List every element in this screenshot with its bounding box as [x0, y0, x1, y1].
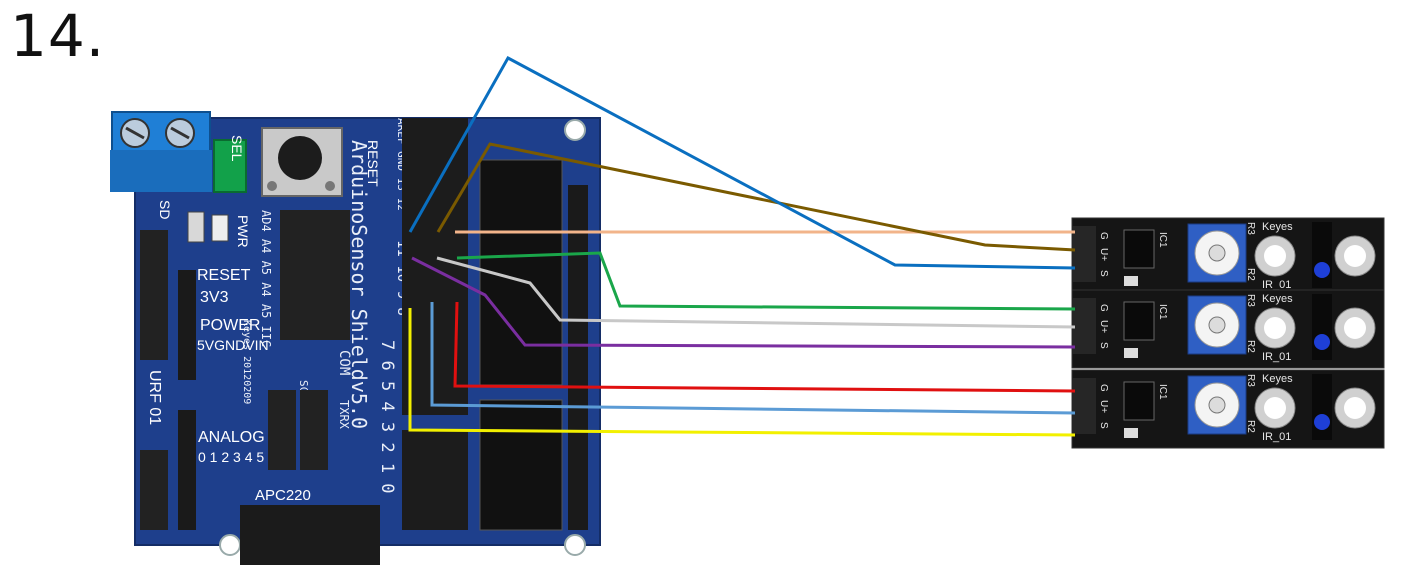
r3-label: R3 [1245, 222, 1256, 235]
step-number: 14. [10, 2, 106, 70]
model-label: IR_01 [1262, 431, 1291, 443]
header-iic [280, 210, 350, 340]
wire-yellow [408, 308, 1076, 437]
wire-gray [436, 256, 1076, 329]
shield-title: ArduinoSensor Shieldv5.0 [347, 140, 371, 429]
ir-transceiver [1312, 222, 1332, 288]
header-com [268, 390, 328, 470]
pin-label-g: G [1098, 384, 1109, 392]
status-led [1124, 348, 1138, 358]
header-digital-bottom [402, 430, 468, 530]
wire-brown [436, 142, 1076, 252]
com-label: COM [336, 350, 352, 375]
sensor-mount-hole-center [1264, 317, 1286, 339]
iic-label: AD4 A4 A5 A4 A5 IIC [259, 210, 273, 347]
model-label: IR_01 [1262, 351, 1291, 363]
keyes-date-label: Keyes 20120209 [241, 320, 252, 404]
r2-label: R2 [1245, 340, 1256, 353]
ir-transceiver [1312, 294, 1332, 360]
brand-label: Keyes [1262, 221, 1293, 233]
sensor-pin-header [1072, 298, 1096, 354]
sensor-mount-hole-center [1264, 245, 1286, 267]
r3-label: R3 [1245, 294, 1256, 307]
analog-label: ANALOG IN [198, 429, 285, 446]
sensor-ic [1123, 229, 1155, 269]
r2-label: R2 [1245, 420, 1256, 433]
potentiometer-knob [1208, 316, 1226, 334]
r3-label: R3 [1245, 374, 1256, 387]
ic-label: IC1 [1157, 232, 1168, 248]
power-pins-label: 5VGNDVIN [197, 337, 269, 353]
ir-led [1314, 334, 1330, 350]
r2-label: R2 [1245, 268, 1256, 281]
apc220-label: APC220 [255, 487, 311, 504]
model-label: IR_01 [1262, 279, 1291, 291]
header-apc220 [240, 505, 380, 565]
sd-silk: SD [157, 200, 173, 219]
pin-label-s: S [1098, 270, 1109, 277]
wires [408, 55, 1076, 437]
sensor-shield-board: SEL ArduinoSensor Shieldv5.0 RESET AREF … [110, 111, 601, 565]
screw-terminal [110, 111, 212, 192]
sensor-mount-hole-center [1264, 397, 1286, 419]
pin-label-u: U+ [1098, 248, 1109, 261]
reset-button [261, 127, 343, 197]
header-digital-top [402, 118, 468, 238]
sensor-mount-hole-center [1344, 245, 1366, 267]
brand-label: Keyes [1262, 373, 1293, 385]
potentiometer-knob [1208, 244, 1226, 262]
wire-purple [411, 256, 1076, 349]
header-left-power [140, 230, 196, 380]
wire-green [456, 251, 1076, 311]
sensor-mount-hole-center [1344, 397, 1366, 419]
mount-hole [219, 534, 241, 556]
ir-led [1314, 262, 1330, 278]
sensor-pin-header [1072, 378, 1096, 434]
status-led [1124, 276, 1138, 286]
status-led [1124, 428, 1138, 438]
sensor-ic [1123, 381, 1155, 421]
shield-name: ArduinoSensor Shieldv5.0 [347, 140, 371, 429]
txrx-label: TXRX [337, 400, 351, 430]
pin-label-s: S [1098, 422, 1109, 429]
v33-label: 3V3 [200, 289, 229, 306]
sel-jumper [213, 139, 247, 193]
brand-label: Keyes [1262, 293, 1293, 305]
pin-label-s: S [1098, 342, 1109, 349]
sel-label: SEL [229, 135, 245, 162]
wire-blue-light [430, 302, 1076, 415]
reset-silk: RESET [365, 140, 381, 187]
pin-label-g: G [1098, 304, 1109, 312]
ir-sensor-group: GU+SIC1R3R2KeyesIR_01GU+SIC1R3R2KeyesIR_… [1071, 217, 1385, 449]
mount-hole [564, 119, 586, 141]
pin-label-g: G [1098, 232, 1109, 240]
pin-label-u: U+ [1098, 400, 1109, 413]
sensor-pin-header [1072, 226, 1096, 282]
header-left-analog [140, 410, 196, 530]
urf-label: URF 01 [146, 370, 163, 425]
pwr-silk: PWR [235, 215, 251, 248]
ir-led [1314, 414, 1330, 430]
wire-blue-dark [408, 55, 1076, 270]
sd-led [187, 211, 205, 243]
ir-transceiver [1312, 374, 1332, 440]
ic-label: IC1 [1157, 384, 1168, 400]
pin-row-bottom-label: 7 6 5 4 3 2 1 0 [377, 340, 397, 494]
analog-pins-label: 0 1 2 3 4 5 [198, 449, 264, 465]
ic-label: IC1 [1157, 304, 1168, 320]
mount-hole [564, 534, 586, 556]
power-label: POWER [200, 317, 260, 334]
sensor-mount-hole-center [1344, 317, 1366, 339]
pin-label-u: U+ [1098, 320, 1109, 333]
header-right-edge [568, 185, 588, 530]
wire-red [453, 301, 1076, 393]
pwr-led [211, 214, 229, 242]
sensor-ic [1123, 301, 1155, 341]
potentiometer-knob [1208, 396, 1226, 414]
reset-header-label: RESET [197, 267, 251, 284]
